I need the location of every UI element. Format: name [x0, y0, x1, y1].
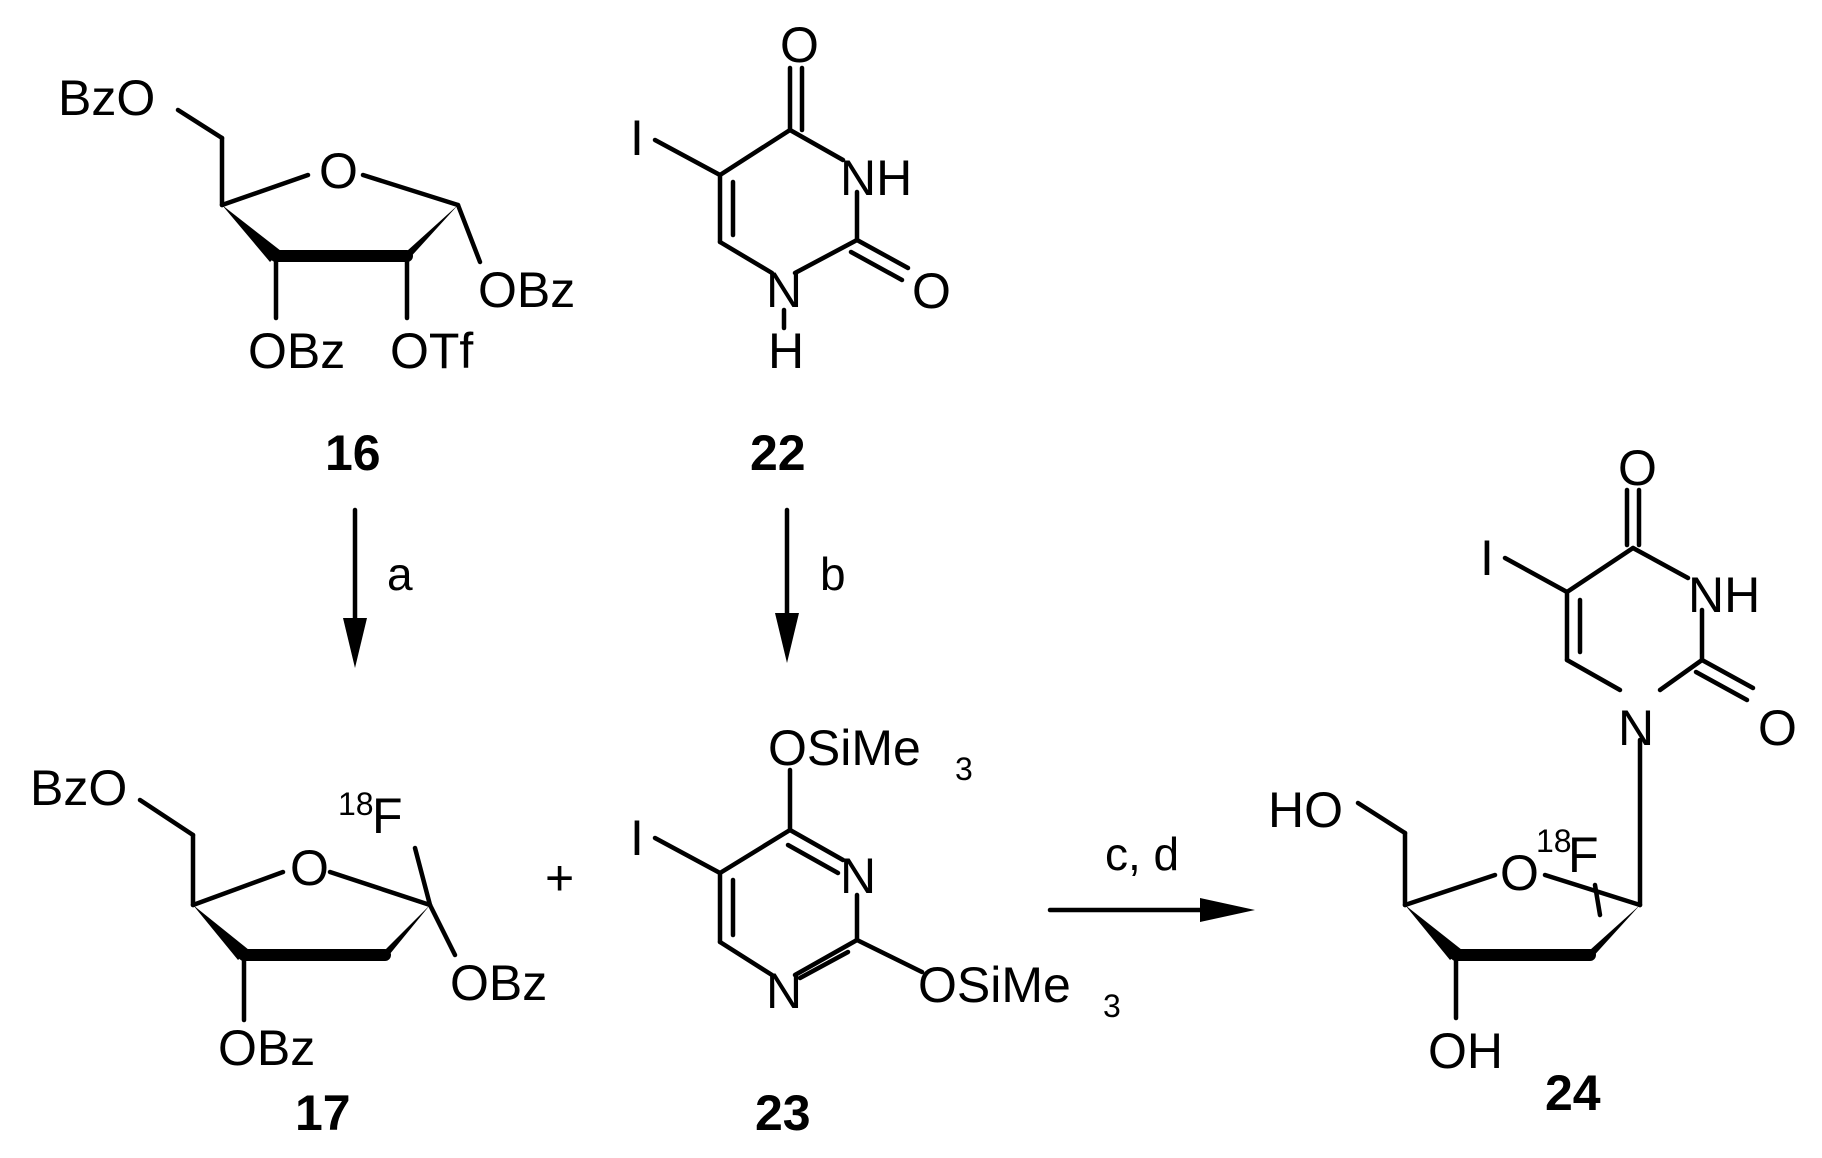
- compound-number-22: 22: [750, 425, 806, 481]
- c22-carbonyl-o-top: O: [780, 17, 819, 73]
- c16-obz-right-label: OBz: [478, 262, 575, 318]
- c23-sub3-right: 3: [1103, 988, 1121, 1024]
- compound-16: BzO O OBz OBz OTf 16: [58, 70, 575, 481]
- reagent-a-label: a: [387, 548, 413, 600]
- compound-number-24: 24: [1545, 1065, 1601, 1121]
- c17-bzo-label: BzO: [30, 760, 127, 816]
- c16-obz-bottom-label: OBz: [248, 323, 345, 379]
- c24-ring-oxygen: O: [1500, 845, 1539, 901]
- c17-obz-right-label: OBz: [450, 955, 547, 1011]
- c23-n1: N: [766, 963, 802, 1019]
- arrow-cd: c, d: [1047, 828, 1255, 922]
- c17-fluorine: F: [372, 788, 403, 844]
- c17-obz-bottom-label: OBz: [218, 1020, 315, 1076]
- compound-number-16: 16: [325, 425, 381, 481]
- c22-nh: NH: [840, 150, 912, 206]
- arrow-b: b: [775, 507, 846, 663]
- compound-24: O I NH N O HO O 18 F OH 24: [1268, 440, 1797, 1121]
- c16-bzo-label: BzO: [58, 70, 155, 126]
- compound-22: O I NH N H O 22: [630, 17, 951, 481]
- c16-otf-label: OTf: [390, 323, 473, 379]
- reagent-b-label: b: [820, 548, 846, 600]
- c24-fluorine: F: [1568, 827, 1599, 883]
- compound-17: BzO O 18 F OBz OBz 17: [30, 760, 547, 1141]
- compound-number-17: 17: [295, 1085, 351, 1141]
- c17-ring-oxygen: O: [290, 840, 329, 896]
- c23-iodine: I: [630, 810, 644, 866]
- c24-iodine: I: [1480, 530, 1494, 586]
- plus-sign: +: [545, 850, 574, 906]
- c24-carbonyl-o-right: O: [1758, 700, 1797, 756]
- c22-iodine: I: [630, 110, 644, 166]
- c16-ring-oxygen: O: [319, 143, 358, 199]
- c23-osime3-top: OSiMe: [768, 720, 921, 776]
- arrow-a: a: [343, 507, 413, 668]
- c23-n3: N: [840, 848, 876, 904]
- c23-osime3-right: OSiMe: [918, 957, 1071, 1013]
- c22-n1-h: H: [768, 323, 804, 379]
- compound-number-23: 23: [755, 1085, 811, 1141]
- compound-23: OSiMe 3 I N N OSiMe 3 23: [630, 720, 1121, 1141]
- c24-carbonyl-o-top: O: [1618, 440, 1657, 496]
- c24-f18-isotope: 18: [1536, 823, 1572, 859]
- c24-ho-label: HO: [1268, 782, 1343, 838]
- c24-oh-label: OH: [1428, 1023, 1503, 1079]
- c17-f18-isotope: 18: [338, 786, 374, 822]
- c22-n1: N: [766, 262, 802, 318]
- c22-carbonyl-o-right: O: [912, 263, 951, 319]
- c24-nh: NH: [1688, 567, 1760, 623]
- c23-sub3-top: 3: [955, 751, 973, 787]
- reagent-cd-label: c, d: [1105, 828, 1179, 880]
- c24-n1: N: [1618, 700, 1654, 756]
